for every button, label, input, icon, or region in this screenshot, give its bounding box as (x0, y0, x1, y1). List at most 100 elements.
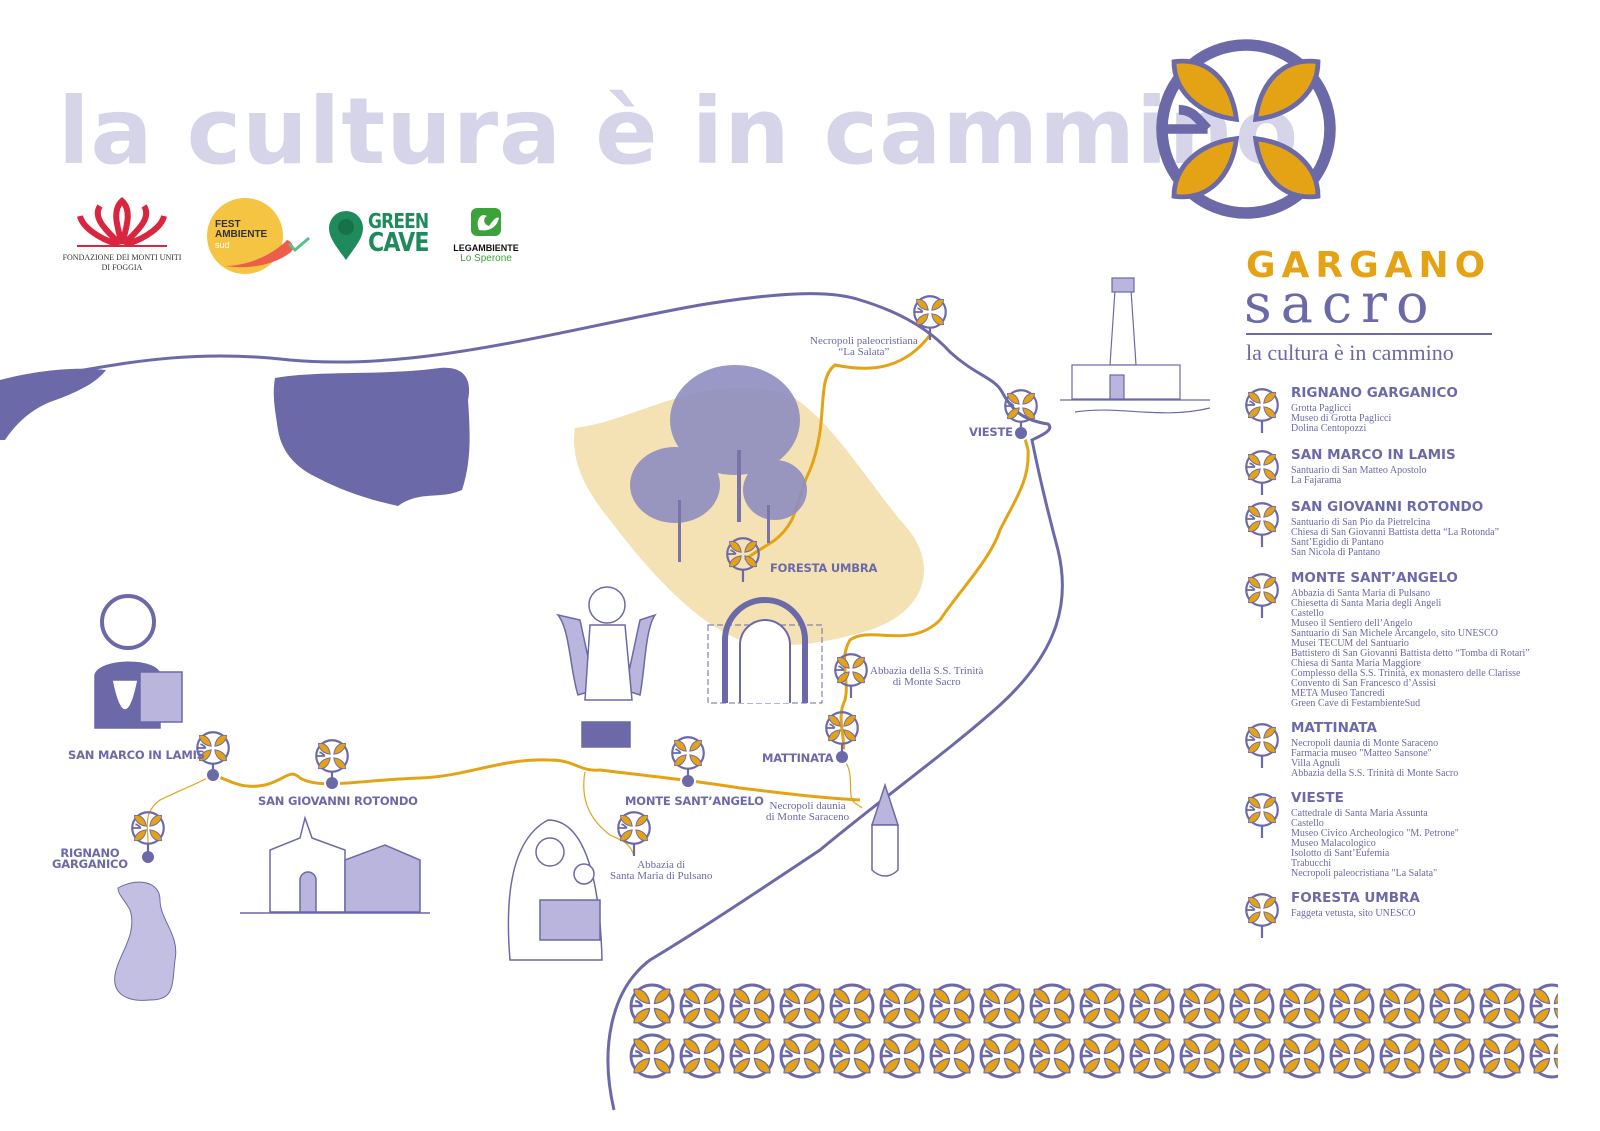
label-foresta: FORESTA UMBRA (770, 561, 878, 575)
pattern-emblem-icon (779, 983, 825, 1029)
festambiente-logo: FEST AMBIENTE sud (207, 198, 310, 276)
route-main (212, 758, 861, 802)
route-foresta (743, 334, 932, 562)
pattern-emblem-icon (1429, 1033, 1475, 1079)
pin-pulsano[interactable] (616, 810, 652, 856)
pattern-emblem-icon (1029, 983, 1075, 1029)
pattern-emblem-icon (879, 983, 925, 1029)
legend-site-item: Chiesa di San Giovanni Battista detta “L… (1291, 527, 1500, 538)
pattern-emblem-icon (1029, 1033, 1075, 1079)
gargano-sacro-emblem (1150, 33, 1342, 225)
pattern-emblem-icon (1329, 983, 1375, 1029)
legend-town-title: MATTINATA (1291, 720, 1377, 736)
legend-site-item: Sant’Egidio di Pantano (1291, 537, 1384, 548)
label-salata: Necropoli paleocristiana “La Salata” (810, 336, 918, 358)
legend-site-item: Musei TECUM del Santuario (1291, 638, 1409, 649)
label-pulsano-2: Santa Maria di Pulsano (610, 870, 713, 882)
bear-illustration (114, 881, 177, 1001)
legend-site-item: Necropoli daunia di Monte Saraceno (1291, 738, 1439, 749)
legend-site-item: Chiesetta di Santa Maria degli Angeli (1291, 598, 1442, 609)
legambiente-logo: LEGAMBIENTE Lo Sperone (446, 206, 526, 266)
legend-site-item: Convento di San Francesco d’Assisi (1291, 678, 1436, 689)
pattern-emblem-icon (679, 983, 725, 1029)
saint-illustration (94, 594, 183, 729)
fondazione-text: Fondazione dei Monti Uniti di Foggia (62, 253, 182, 273)
pin-rignano[interactable] (130, 810, 166, 856)
pattern-emblem-icon (1529, 1033, 1558, 1079)
legambiente-line2: Lo Sperone (460, 253, 512, 264)
label-rignano-2: GARGANICO (52, 857, 128, 871)
coastline (0, 292, 1064, 1111)
legend-site-item: Castello (1291, 608, 1324, 619)
legend-town-title: VIESTE (1291, 790, 1344, 806)
pattern-emblem-icon (1379, 1033, 1425, 1079)
route-north (839, 429, 1030, 759)
pin-mattinata[interactable] (824, 710, 860, 756)
legend-site-item: Museo Civico Archeologico "M. Petrone" (1291, 828, 1459, 839)
pattern-emblem-icon (1479, 1033, 1525, 1079)
pattern-emblem-icon (1479, 983, 1525, 1029)
madonna-illustration (507, 819, 603, 961)
legend-site-item: Farmacia museo "Matteo Sansone" (1291, 748, 1432, 759)
greencave-line2: CAVE (368, 228, 429, 258)
legend-site-item: Chiesa di Santa Maria Maggiore (1291, 658, 1421, 669)
pattern-emblem-icon (1229, 1033, 1275, 1079)
pattern-emblem-icon (879, 1033, 925, 1079)
brand-tagline: la cultura è in cammino (1246, 340, 1454, 365)
legend-town-title: MONTE SANT’ANGELO (1291, 570, 1458, 586)
pattern-emblem-icon (979, 1033, 1025, 1079)
pattern-emblem-icon (1279, 983, 1325, 1029)
pattern-emblem-icon (779, 1033, 825, 1079)
pattern-emblem-icon (1079, 1033, 1125, 1079)
legend-town-title: RIGNANO GARGANICO (1291, 385, 1458, 401)
festambiente-line2: AMBIENTE (215, 229, 268, 240)
fondazione-logo: Fondazione dei Monti Uniti di Foggia (62, 196, 182, 276)
greencave-logo: GREEN CAVE (328, 210, 429, 262)
label-mattinata: MATTINATA (762, 751, 834, 765)
label-pulsano-1: Abbazia di (637, 859, 686, 871)
label-saraceno: Necropoli daunia di Monte Saraceno (766, 801, 849, 823)
legend-site-item: Necropoli paleocristiana "La Salata" (1291, 868, 1438, 879)
pin-san-giovanni[interactable] (314, 738, 350, 784)
label-vieste: VIESTE (969, 425, 1013, 439)
trees-illustration (630, 365, 807, 562)
legend-site-item: San Nicola di Pantano (1291, 547, 1381, 558)
legend-site-item: La Fajarama (1291, 475, 1342, 486)
location-pin-icon (329, 211, 363, 260)
label-san-giovanni: SAN GIOVANNI ROTONDO (258, 794, 418, 808)
fondazione-flower-icon (77, 196, 167, 247)
legend-site-item: Trabucchi (1291, 858, 1332, 869)
legend-site-item: Cattedrale di Santa Maria Assunta (1291, 808, 1428, 819)
legend-site-item: Castello (1291, 818, 1324, 829)
pattern-emblem-icon (1279, 1033, 1325, 1079)
pin-trinita[interactable] (833, 652, 869, 698)
pepper-icon (225, 236, 310, 268)
pattern-emblem-icon (1129, 1033, 1175, 1079)
pattern-emblem-icon (929, 1033, 975, 1079)
legend-site-item: Isolotto di Sant’Eufemia (1291, 848, 1390, 859)
legend-pin-icon (1244, 387, 1280, 433)
brand-sacro: sacro (1244, 272, 1438, 335)
arch-illustration (707, 597, 823, 704)
legend-site-item: Battistero di San Giovanni Battista dett… (1291, 648, 1530, 659)
pattern-emblem-icon (729, 983, 775, 1029)
pattern-emblem-icon (629, 983, 675, 1029)
route-pulsano (583, 771, 635, 857)
pattern-emblem-icon (1429, 983, 1475, 1029)
route-rignano (146, 774, 214, 856)
legend-site-item: META Museo Tancredi (1291, 688, 1385, 699)
pin-monte-santangelo[interactable] (670, 735, 706, 781)
pin-foresta[interactable] (725, 536, 761, 582)
legend-town-title: SAN GIOVANNI ROTONDO (1291, 499, 1484, 515)
emblem-pattern (629, 983, 1558, 1079)
legend-site-item: Santuario di San Matteo Apostolo (1291, 465, 1427, 476)
pattern-emblem-icon (729, 1033, 775, 1079)
legend-town-title: FORESTA UMBRA (1291, 890, 1420, 906)
pin-salata[interactable] (912, 294, 948, 340)
legend-site-item: Dolina Centopozzi (1291, 423, 1367, 434)
